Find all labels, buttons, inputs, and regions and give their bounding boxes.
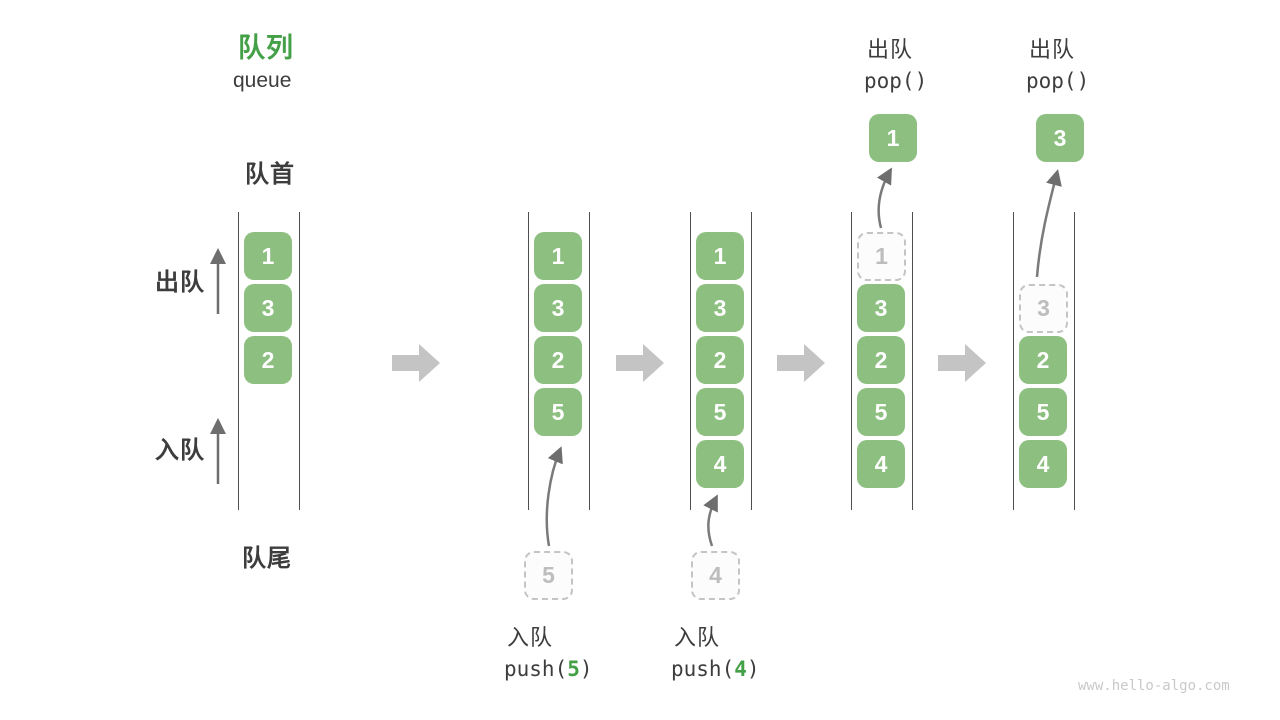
removed-element-ghost: 1: [857, 232, 906, 281]
dequeue-side-label: 出队: [155, 269, 205, 296]
queue-channel-state-5: [1013, 212, 1075, 510]
push4-arg: 4: [734, 657, 747, 681]
queue-element: 3: [534, 284, 582, 332]
queue-element: 1: [244, 232, 292, 280]
popped-element: 1: [869, 114, 917, 162]
queue-element: 3: [244, 284, 292, 332]
queue-element: 2: [244, 336, 292, 384]
push4-close: ): [746, 657, 760, 681]
queue-element: 1: [696, 232, 744, 280]
queue-element: 1: [534, 232, 582, 280]
queue-element: 5: [534, 388, 582, 436]
transition-arrow-3: [777, 344, 825, 382]
pop1-code: pop(): [864, 69, 928, 93]
queue-channel-state-3: [690, 212, 752, 510]
watermark: www.hello-algo.com: [1078, 678, 1230, 694]
pop2-label: 出队: [1029, 37, 1076, 62]
transition-arrow-4: [938, 344, 986, 382]
popped-element: 3: [1036, 114, 1084, 162]
queue-front-label: 队首: [245, 161, 295, 188]
queue-element: 4: [857, 440, 905, 488]
enqueue-side-label: 入队: [155, 437, 205, 464]
queue-element: 3: [696, 284, 744, 332]
push5-code: push(5): [504, 657, 593, 681]
queue-element: 2: [857, 336, 905, 384]
queue-element: 2: [1019, 336, 1067, 384]
queue-channel-state-2: [528, 212, 590, 510]
push5-fn: push(: [504, 657, 568, 681]
push5-arg: 5: [567, 657, 580, 681]
queue-rear-label: 队尾: [242, 545, 292, 572]
push4-label: 入队: [674, 625, 721, 650]
push4-fn: push(: [671, 657, 735, 681]
queue-channel-state-4: [851, 212, 913, 510]
queue-element: 2: [534, 336, 582, 384]
queue-element: 5: [857, 388, 905, 436]
incoming-element-ghost: 5: [524, 551, 573, 600]
queue-element: 4: [696, 440, 744, 488]
queue-element: 3: [857, 284, 905, 332]
transition-arrow-1: [392, 344, 440, 382]
queue-element: 5: [696, 388, 744, 436]
queue-element: 5: [1019, 388, 1067, 436]
queue-channel-state-1: [238, 212, 300, 510]
queue-element: 4: [1019, 440, 1067, 488]
page-subtitle: queue: [233, 69, 292, 92]
push5-label: 入队: [507, 625, 554, 650]
removed-element-ghost: 3: [1019, 284, 1068, 333]
pop1-label: 出队: [867, 37, 914, 62]
incoming-element-ghost: 4: [691, 551, 740, 600]
transition-arrow-2: [616, 344, 664, 382]
pop2-code: pop(): [1026, 69, 1090, 93]
queue-element: 2: [696, 336, 744, 384]
page-title: 队列: [238, 33, 294, 63]
push5-close: ): [579, 657, 593, 681]
push4-code: push(4): [671, 657, 760, 681]
